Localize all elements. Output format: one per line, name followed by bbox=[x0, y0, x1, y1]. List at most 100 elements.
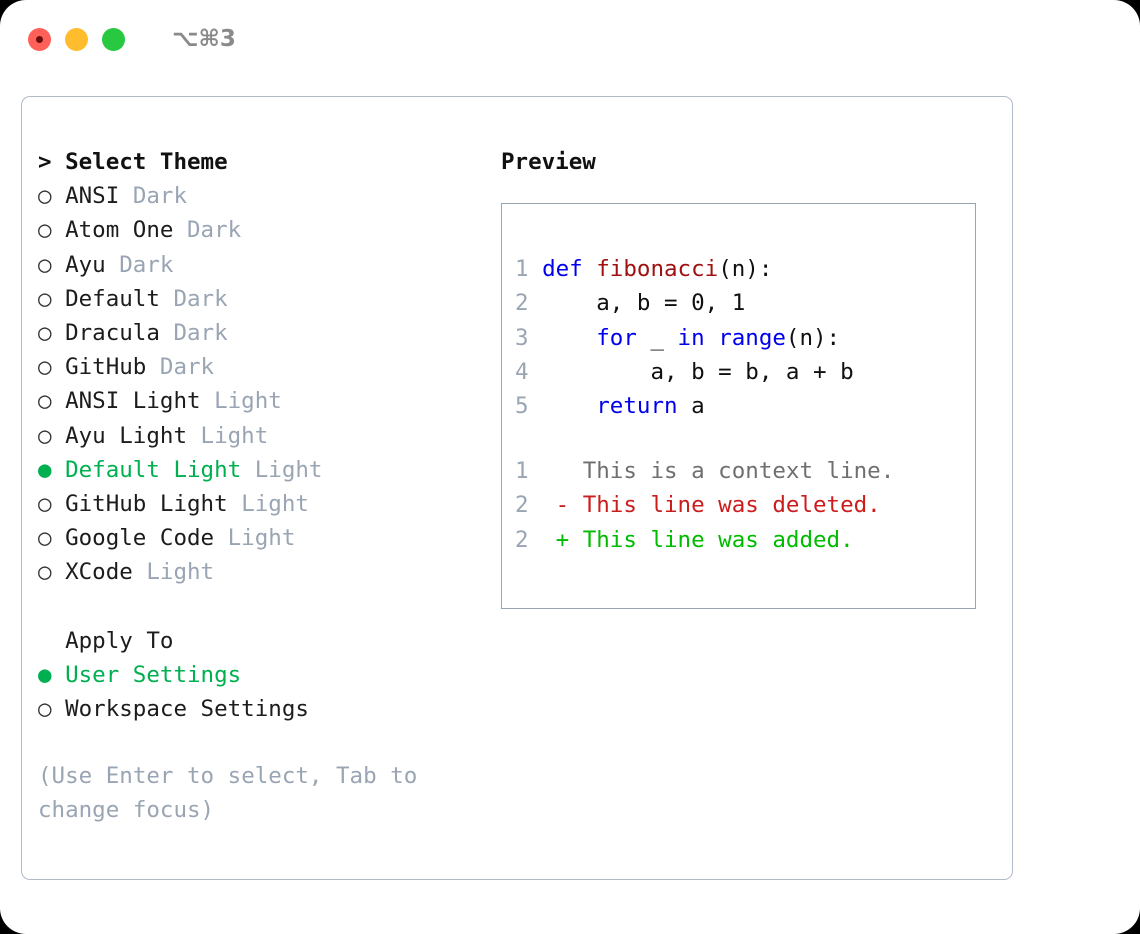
diff-line-number: 2 bbox=[515, 526, 529, 553]
theme-item-tag: Dark bbox=[159, 354, 215, 381]
radio-unselected-icon: ○ bbox=[38, 559, 52, 586]
theme-item-tag: Light bbox=[241, 491, 309, 518]
apply-to-option[interactable]: ○ Workspace Settings bbox=[38, 692, 490, 726]
code-line-number: 3 bbox=[515, 324, 529, 351]
theme-item-label: Ayu Light bbox=[65, 422, 187, 449]
minimize-button-icon[interactable] bbox=[65, 27, 88, 51]
radio-unselected-icon: ○ bbox=[38, 422, 52, 449]
diff-separator bbox=[515, 423, 969, 454]
radio-unselected-icon: ○ bbox=[38, 285, 52, 312]
theme-list-item[interactable]: ○ Dracula Dark bbox=[38, 316, 490, 350]
theme-item-label: ANSI bbox=[65, 183, 120, 210]
diff-line-number: 1 bbox=[515, 458, 529, 485]
theme-list-item[interactable]: ○ XCode Light bbox=[38, 555, 490, 589]
theme-item-label: Google Code bbox=[65, 525, 215, 552]
theme-list-item[interactable]: ○ Google Code Light bbox=[38, 521, 490, 555]
code-token: range bbox=[718, 324, 786, 351]
apply-to-option-label: User Settings bbox=[65, 661, 242, 688]
theme-list-item[interactable]: ○ Ayu Dark bbox=[38, 248, 490, 282]
select-theme-header-label: Select Theme bbox=[65, 149, 228, 175]
code-token: in bbox=[677, 324, 705, 351]
radio-unselected-icon: ○ bbox=[38, 696, 52, 723]
window-controls bbox=[28, 27, 125, 51]
diff-lines: 1 This is a context line.2 - This line w… bbox=[515, 454, 969, 557]
diff-line: 2 - This line was deleted. bbox=[515, 488, 969, 522]
radio-unselected-icon: ○ bbox=[38, 525, 52, 552]
radio-selected-icon: ● bbox=[38, 456, 52, 483]
theme-list-item[interactable]: ○ Ayu Light Light bbox=[38, 419, 490, 453]
theme-list: ○ ANSI Dark○ Atom One Dark○ Ayu Dark○ De… bbox=[38, 179, 490, 589]
theme-item-label: GitHub Light bbox=[65, 491, 228, 518]
theme-list-item[interactable]: ○ GitHub Dark bbox=[38, 350, 490, 384]
diff-line-text: This is a context line. bbox=[555, 458, 895, 485]
theme-item-tag: Light bbox=[146, 559, 215, 586]
theme-item-tag: Dark bbox=[119, 251, 174, 278]
diff-line-text: + This line was added. bbox=[555, 526, 854, 553]
radio-unselected-icon: ○ bbox=[38, 217, 52, 244]
theme-item-label: Default Light bbox=[65, 456, 242, 483]
theme-list-item[interactable]: ○ Atom One Dark bbox=[38, 213, 490, 247]
radio-unselected-icon: ○ bbox=[38, 491, 52, 518]
preview-title: Preview bbox=[501, 149, 596, 175]
code-token: def bbox=[542, 256, 583, 283]
apply-to-list: ● User Settings○ Workspace Settings bbox=[38, 658, 490, 726]
code-token: a, b = b, a + b bbox=[542, 358, 854, 385]
code-line: 4 a, b = b, a + b bbox=[515, 355, 969, 389]
code-token: return bbox=[596, 393, 678, 420]
radio-unselected-icon: ○ bbox=[38, 183, 52, 210]
apply-to-heading-label: Apply To bbox=[65, 627, 174, 654]
apply-to-option-label: Workspace Settings bbox=[65, 696, 309, 723]
radio-selected-icon: ● bbox=[38, 661, 52, 688]
code-token: (n): bbox=[785, 324, 841, 351]
code-line: 3 for _ in range(n): bbox=[515, 321, 969, 355]
code-token: _ bbox=[636, 324, 678, 351]
theme-list-item[interactable]: ○ ANSI Light Light bbox=[38, 384, 490, 418]
main-panel: > Select Theme ○ ANSI Dark○ Atom One Dar… bbox=[21, 96, 1013, 880]
theme-item-tag: Light bbox=[200, 422, 269, 449]
radio-unselected-icon: ○ bbox=[38, 251, 52, 278]
code-token bbox=[542, 393, 596, 419]
theme-item-tag: Dark bbox=[132, 183, 187, 210]
panel-body: > Select Theme ○ ANSI Dark○ Atom One Dar… bbox=[22, 97, 1012, 879]
theme-list-item[interactable]: ○ ANSI Dark bbox=[38, 179, 490, 213]
code-token bbox=[542, 325, 596, 351]
theme-item-tag: Light bbox=[227, 525, 296, 552]
diff-line: 1 This is a context line. bbox=[515, 454, 969, 488]
theme-list-item[interactable]: ○ Default Dark bbox=[38, 282, 490, 316]
theme-item-label: Dracula bbox=[65, 320, 160, 347]
code-line-number: 5 bbox=[515, 393, 529, 420]
apply-to-heading: Apply To bbox=[38, 624, 490, 658]
code-line: 5 return a bbox=[515, 389, 969, 423]
maximize-button-icon[interactable] bbox=[102, 27, 125, 51]
code-token: for bbox=[596, 324, 637, 351]
theme-item-tag: Light bbox=[214, 388, 282, 415]
radio-unselected-icon: ○ bbox=[38, 388, 52, 415]
diff-line: 2 + This line was added. bbox=[515, 523, 969, 557]
code-line-number: 2 bbox=[515, 290, 529, 317]
diff-line-number: 2 bbox=[515, 492, 529, 519]
select-theme-header: > Select Theme bbox=[38, 145, 490, 179]
theme-item-label: XCode bbox=[65, 559, 133, 586]
theme-item-label: Atom One bbox=[65, 217, 174, 244]
code-token bbox=[583, 256, 597, 282]
close-button-icon[interactable] bbox=[28, 27, 51, 51]
diff-line-text: - This line was deleted. bbox=[555, 492, 881, 519]
theme-list-item[interactable]: ○ GitHub Light Light bbox=[38, 487, 490, 521]
code-token: fibonacci bbox=[596, 256, 719, 283]
code-line-number: 1 bbox=[515, 256, 529, 283]
theme-item-tag: Dark bbox=[173, 320, 228, 347]
code-line: 1 def fibonacci(n): bbox=[515, 252, 969, 286]
theme-item-label: ANSI Light bbox=[65, 388, 201, 415]
theme-list-item[interactable]: ● Default Light Light bbox=[38, 453, 490, 487]
theme-item-label: Ayu bbox=[65, 251, 106, 278]
apply-to-option[interactable]: ● User Settings bbox=[38, 658, 490, 692]
code-token: (n): bbox=[718, 256, 773, 283]
prompt-caret-icon: > bbox=[38, 149, 52, 175]
keyboard-hint-text: (Use Enter to select, Tab to change focu… bbox=[38, 763, 418, 824]
code-token bbox=[705, 325, 719, 351]
code-token: a, b = 0, 1 bbox=[542, 290, 746, 317]
